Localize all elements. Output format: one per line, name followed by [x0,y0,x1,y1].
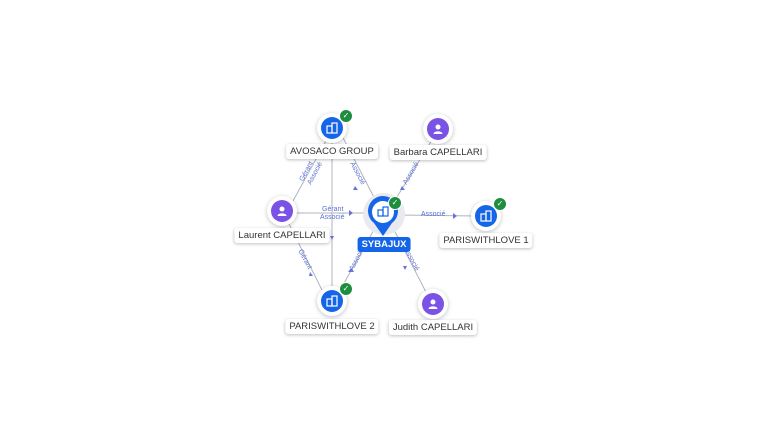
node-label-sybajux[interactable]: SYBAJUX [357,237,411,252]
person-icon [427,118,449,140]
edge-label-sybajux-paris1: Associé [421,211,446,218]
arrow-icon [353,186,358,190]
edge-sybajux-paris1 [399,214,477,217]
verified-check-icon: ✓ [339,282,353,296]
arrow-icon [400,186,405,190]
node-laurent-capellari[interactable] [267,196,297,226]
node-barbara-capellari[interactable] [423,114,453,144]
company-icon [321,290,343,312]
node-label-barbara-capellari[interactable]: Barbara CAPELLARI [389,145,487,160]
node-label-pariswithlove-2[interactable]: PARISWITHLOVE 2 [285,319,379,334]
arrow-icon [309,272,313,276]
verified-check-icon: ✓ [388,196,402,210]
company-icon [321,117,343,139]
node-pariswithlove-1[interactable]: ✓ [471,197,507,231]
edge-label-laurent-sybajux-1: Gérant [322,206,344,213]
arrow-icon [453,213,457,219]
node-judith-capellari[interactable] [418,289,448,319]
node-avosaco-group[interactable]: ✓ [317,109,353,143]
verified-check-icon: ✓ [493,197,507,211]
verified-check-icon: ✓ [339,109,353,123]
node-label-laurent-capellari[interactable]: Laurent CAPELLARI [234,228,330,243]
edge-label-laurent-sybajux-2: Associé [320,214,345,221]
node-pariswithlove-2[interactable]: ✓ [317,282,353,316]
company-icon [475,205,497,227]
node-label-judith-capellari[interactable]: Judith CAPELLARI [388,320,478,335]
arrow-icon [330,236,334,240]
arrow-icon [349,210,353,216]
node-label-pariswithlove-1[interactable]: PARISWITHLOVE 1 [439,233,533,248]
edge-avosaco-laurent [287,129,333,211]
person-icon [422,293,444,315]
node-label-avosaco-group[interactable]: AVOSACO GROUP [286,144,378,159]
person-icon [271,200,293,222]
edge-arrows [309,186,457,276]
arrow-icon [403,266,407,270]
arrow-icon [348,268,354,272]
